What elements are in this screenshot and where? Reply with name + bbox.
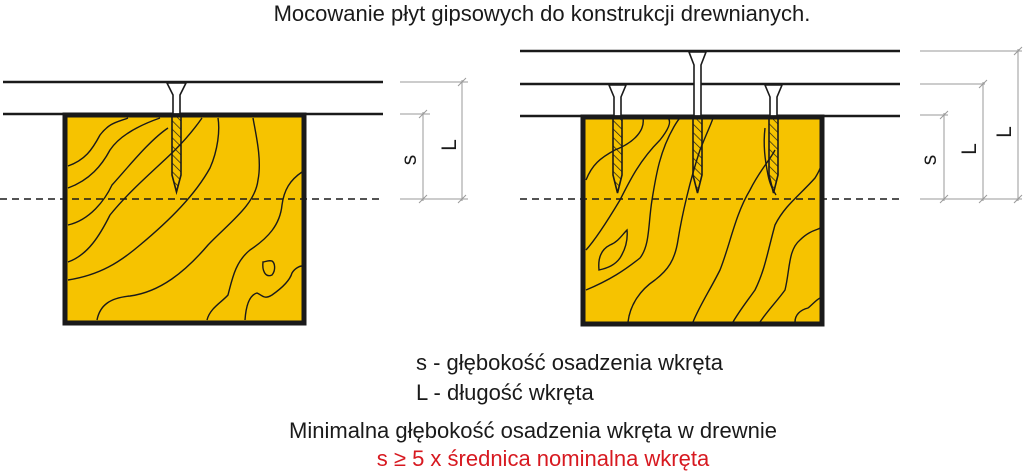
single-layer-diagram: s L <box>0 77 468 326</box>
wood-beam <box>62 112 307 326</box>
rule-formula: s ≥ 5 x średnica nominalna wkręta <box>0 446 1024 472</box>
title-text: Mocowanie płyt gipsowych do konstrukcji … <box>273 1 811 26</box>
dim-label-L-outer: L <box>993 126 1016 138</box>
rule-heading-text: Minimalna głębokość osadzenia wkręta w d… <box>289 418 777 443</box>
screw-icon <box>165 82 188 196</box>
screw-icon-right <box>763 84 784 194</box>
diagram-title: Mocowanie płyt gipsowych do konstrukcji … <box>0 0 1024 28</box>
dim-label-s: s <box>398 155 421 166</box>
dim-label-L: L <box>438 139 461 151</box>
double-layer-diagram: s L L <box>520 46 1023 327</box>
screw-icon-center <box>687 51 708 194</box>
legend-L: L - długość wkręta <box>416 380 594 405</box>
wood-grain <box>67 117 303 321</box>
dimension-lines <box>920 46 1023 204</box>
rule-formula-text: s ≥ 5 x średnica nominalna wkręta <box>376 446 710 471</box>
rule-heading: Minimalna głębokość osadzenia wkręta w d… <box>0 418 1024 444</box>
dim-label-L-inner: L <box>958 143 981 155</box>
wood-beam <box>580 114 825 327</box>
screw-icon-left <box>607 84 628 194</box>
dim-label-s: s <box>918 155 941 166</box>
dimension-lines <box>400 77 468 204</box>
legend-s: s - głębokość osadzenia wkręta <box>416 350 723 375</box>
